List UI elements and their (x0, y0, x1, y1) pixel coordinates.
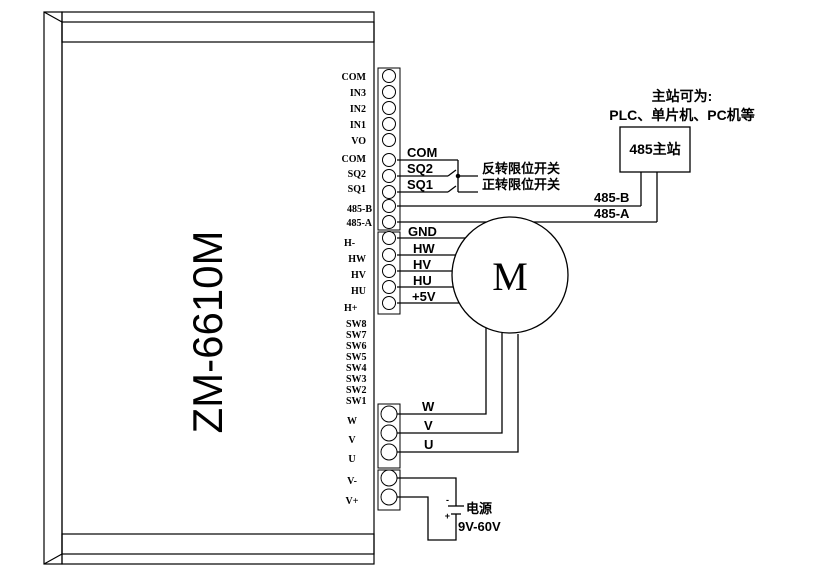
terminal-screw-top-1 (382, 69, 396, 83)
wire-label-485b: 485-B (594, 190, 629, 205)
phase-terminal-labels: W V U (347, 416, 357, 465)
wire-label-hw: HW (413, 241, 435, 256)
controller-model: ZM-6610M (184, 230, 231, 433)
terminal-screw-top-7 (382, 169, 396, 183)
terminal-label-h-minus: H- (344, 238, 355, 249)
terminal-label-sq2: SQ2 (348, 169, 366, 180)
switch-label-sw1: SW1 (346, 396, 367, 407)
switch-label-sw4: SW4 (346, 363, 367, 374)
terminal-screw-power-1 (380, 469, 398, 487)
terminal-screw-top-5 (382, 133, 396, 147)
terminal-screw-hall-2 (382, 248, 396, 262)
controller-housing (43, 11, 375, 565)
motor-label: M (492, 254, 528, 299)
switch-label-sw5: SW5 (346, 352, 367, 363)
master-caption-line1: 主站可为: (652, 88, 713, 104)
terminal-label-hw: HW (348, 254, 366, 265)
terminal-label-v-minus: V- (347, 476, 357, 487)
switch-label-sw7: SW7 (346, 330, 367, 341)
terminal-label-v: V (348, 435, 356, 446)
power-terminal-labels: V- V+ (346, 476, 359, 507)
master-box (619, 126, 691, 173)
terminal-screw-hall-5 (382, 296, 396, 310)
terminal-screw-top-2 (382, 85, 396, 99)
wire-label-gnd: GND (408, 224, 437, 239)
terminal-screw-hall-1 (382, 231, 396, 245)
terminal-label-485b: 485-B (347, 204, 372, 215)
switch-label-sw2: SW2 (346, 385, 367, 396)
power-label: 电源 (466, 501, 492, 516)
wire-label-v: V (424, 418, 433, 433)
terminal-label-485a: 485-A (346, 218, 372, 229)
power-plus-sign: + (445, 511, 450, 521)
terminal-label-h-plus: H+ (344, 303, 358, 314)
power-minus-sign: - (446, 495, 449, 505)
terminal-label-sq1: SQ1 (348, 184, 366, 195)
terminal-screw-top-3 (382, 101, 396, 115)
terminal-label-in2: IN2 (350, 104, 366, 115)
terminal-screw-power-2 (380, 488, 398, 506)
terminal-screw-top-4 (382, 117, 396, 131)
wire-label-w: W (422, 399, 435, 414)
terminal-screw-phase-2 (380, 424, 398, 442)
wire-label-u: U (424, 437, 433, 452)
terminal-label-vo: VO (351, 136, 366, 147)
terminal-label-u: U (348, 454, 355, 465)
terminal-screw-hall-4 (382, 280, 396, 294)
terminal-label-w: W (347, 416, 357, 427)
terminal-screw-phase-3 (380, 443, 398, 461)
wire-label-hv: HV (413, 257, 431, 272)
hall-terminal-labels: H- HW HV HU H+ (344, 238, 367, 314)
switch-label-sw3: SW3 (346, 374, 367, 385)
terminal-label-v-plus: V+ (346, 496, 359, 507)
wire-label-5v: +5V (412, 289, 436, 304)
terminal-screws (380, 69, 398, 506)
terminal-label-com-2: COM (342, 154, 367, 165)
wires (397, 159, 658, 541)
terminal-screw-hall-3 (382, 264, 396, 278)
terminal-label-com-1: COM (342, 72, 367, 83)
terminal-screw-top-8 (382, 185, 396, 199)
wire-label-com: COM (407, 145, 437, 160)
switch-labels: SW8 SW7 SW6 SW5 SW4 SW3 SW2 SW1 (346, 319, 367, 407)
terminal-screw-top-10 (382, 215, 396, 229)
wire-label-485a: 485-A (594, 206, 630, 221)
forward-limit-switch-label: 正转限位开关 (482, 177, 560, 192)
terminal-screw-top-9 (382, 199, 396, 213)
terminal-block-top (377, 67, 401, 231)
terminal-label-in3: IN3 (350, 88, 366, 99)
top-terminal-labels: COM IN3 IN2 IN1 VO COM SQ2 SQ1 485-B 485… (342, 72, 373, 229)
terminal-block-phase (377, 403, 401, 469)
power-range: 9V-60V (458, 519, 501, 534)
wire-labels: COM SQ2 SQ1 反转限位开关 正转限位开关 485-B 485-A GN… (407, 145, 630, 452)
terminal-screw-top-6 (382, 153, 396, 167)
wire-label-sq1: SQ1 (407, 177, 433, 192)
switch-label-sw6: SW6 (346, 341, 367, 352)
reverse-limit-switch-label: 反转限位开关 (482, 161, 560, 176)
master-box-label: 485主站 (629, 141, 680, 157)
wire-label-sq2: SQ2 (407, 161, 433, 176)
terminal-screw-phase-1 (380, 405, 398, 423)
master-caption-line2: PLC、单片机、PC机等 (609, 107, 754, 123)
switch-label-sw8: SW8 (346, 319, 367, 330)
terminal-label-hv: HV (351, 270, 367, 281)
terminal-label-in1: IN1 (350, 120, 366, 131)
wire-label-hu: HU (413, 273, 432, 288)
terminal-label-hu: HU (351, 286, 366, 297)
motor-body (451, 216, 569, 334)
